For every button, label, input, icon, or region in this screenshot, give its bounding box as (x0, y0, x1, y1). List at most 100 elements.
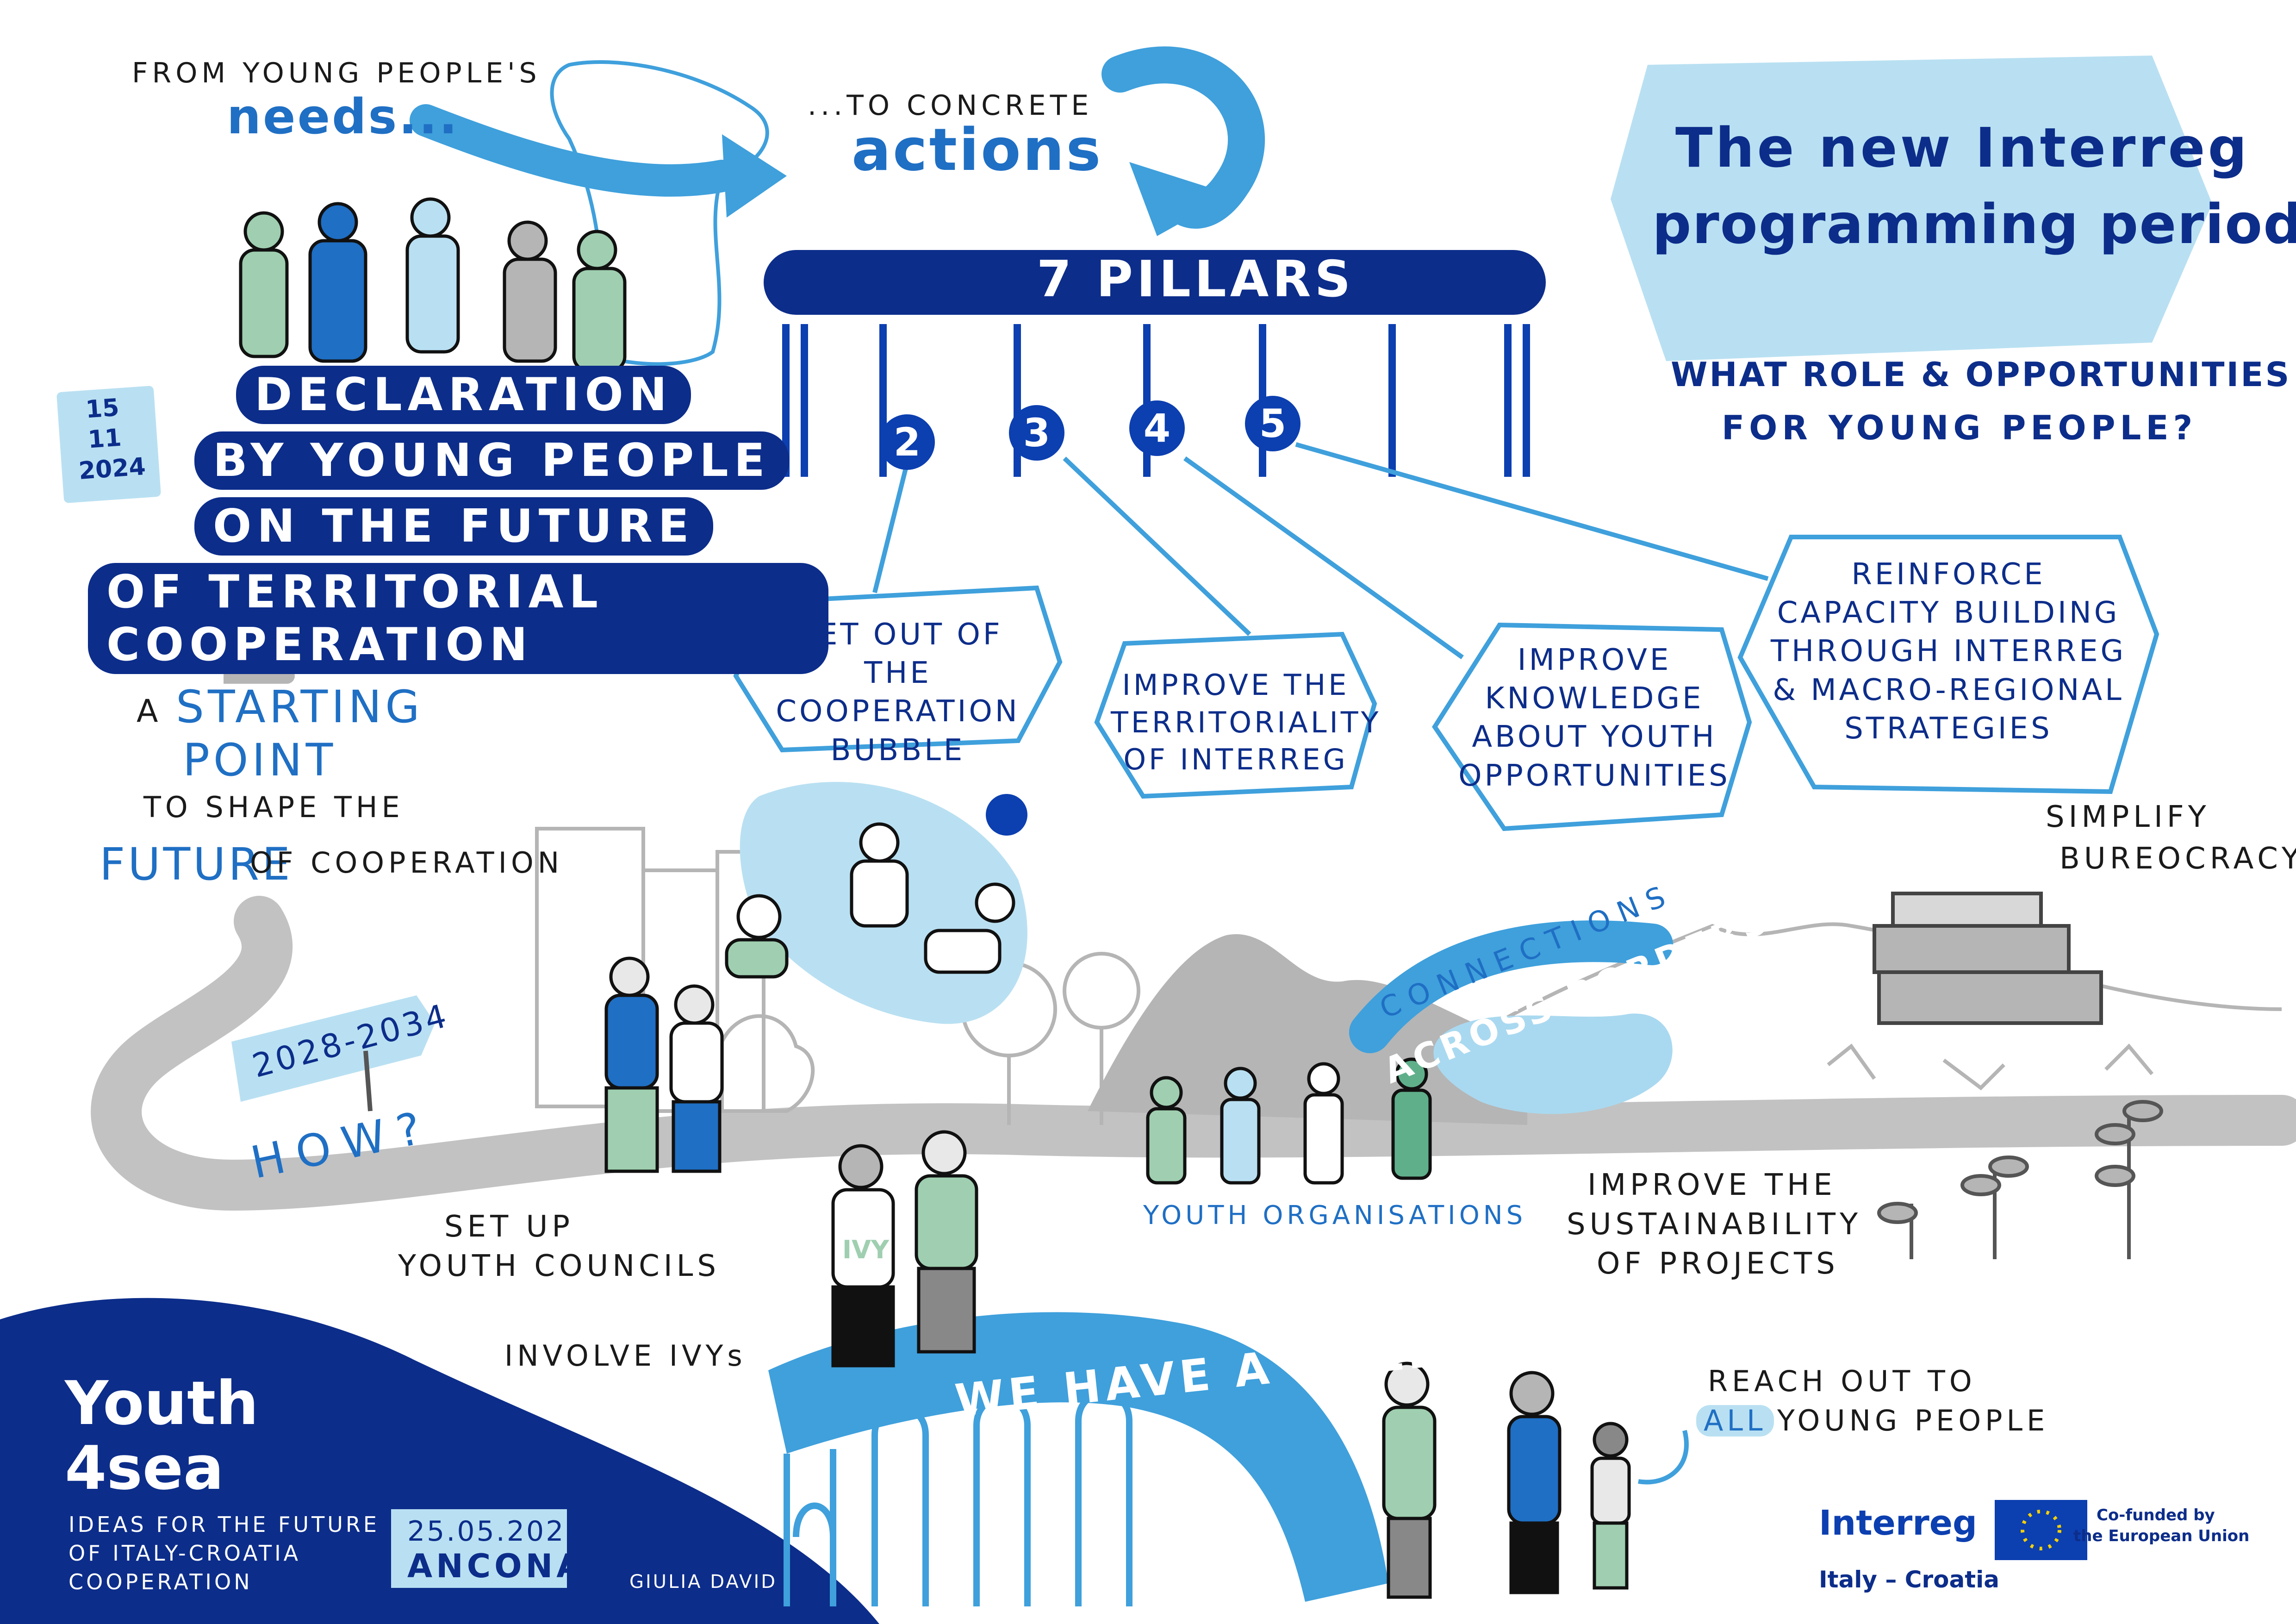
mountain-outline (1433, 922, 2282, 1062)
action-box-2 (1094, 631, 1377, 799)
action-3-line-2: KNOWLEDGE (1485, 681, 1704, 716)
youth-councils-line-1: SET UP (444, 1210, 574, 1244)
connector-lines (872, 442, 1769, 660)
calendar-note (56, 386, 161, 503)
action-3-line-3: ABOUT YOUTH (1472, 720, 1717, 755)
programme-name: Italy – Croatia (1819, 1566, 2000, 1593)
action-1-line-3: BUBBLE (830, 733, 965, 768)
event-name-line-1: Youth (65, 1368, 259, 1438)
event-name-line-2: 4sea (65, 1433, 224, 1503)
pillar-number-2: 2 (879, 414, 935, 470)
bridge-arches (784, 1390, 1132, 1606)
eu-stars-icon (2021, 1510, 2061, 1550)
intro-needs: needs... (227, 88, 459, 145)
event-sub-line-3: COOPERATION (68, 1569, 253, 1594)
action-4-line-5: STRATEGIES (1844, 711, 2053, 746)
people-group-bottom (831, 1130, 1631, 1599)
ivy-shirt-label: IVY (842, 1235, 889, 1264)
intro-actions: actions (852, 116, 1103, 184)
action-1-line-1: GET OUT OF (793, 618, 1003, 652)
action-3-text: IMPROVE KNOWLEDGE ABOUT YOUTH OPPORTUNIT… (1449, 641, 1740, 795)
lake (1433, 1013, 1673, 1114)
action-2-line-2: TERRITORIALITY (1111, 705, 1381, 739)
involve-ivys-label: INVOLVE IVYs (504, 1339, 747, 1373)
title-line-2: programming period: (1652, 192, 2296, 256)
event-date-box (391, 1509, 567, 1588)
cofunded-line-2: the European Union (2073, 1527, 2250, 1545)
arrow-head (722, 134, 787, 218)
action-4-line-4: & MACRO-REGIONAL (1773, 673, 2124, 707)
road-sign (231, 995, 435, 1102)
pillar-number-5: 5 (1245, 396, 1300, 451)
intro-from: FROM YOUNG PEOPLE'S (132, 57, 541, 89)
reach-line-1: REACH OUT TO (1708, 1364, 1976, 1398)
declaration-line-3: ON THE FUTURE (194, 497, 713, 556)
reach-all: ALL (1696, 1405, 1774, 1437)
declaration-line-4: OF TERRITORIAL COOPERATION (88, 563, 828, 674)
eu-flag-icon (986, 794, 1027, 836)
action-4-line-2: CAPACITY BUILDING (1777, 596, 2120, 631)
question-line-2: FOR YOUNG PEOPLE? (1722, 408, 2197, 447)
curved-arrow-head (1129, 162, 1231, 236)
event-badge-background (0, 1298, 879, 1624)
start-starting: STARTING (176, 681, 423, 733)
declaration-line-2: BY YOUNG PEOPLE (194, 431, 789, 490)
action-box-4 (1737, 535, 2159, 794)
title-line-1: The new Interreg (1675, 116, 2250, 180)
start-point: POINT (183, 734, 337, 786)
question-line-1: WHAT ROLE & OPPORTUNITIES (1671, 355, 2291, 394)
event-city: ANCONA (407, 1547, 585, 1585)
sustainability-line-2: SUSTAINABILITY (1567, 1207, 1862, 1242)
simplify-line-1: SIMPLIFY (2046, 800, 2210, 834)
declaration-banner: DECLARATION BY YOUNG PEOPLE ON THE FUTUR… (88, 366, 828, 681)
start-of-cooperation: OF COOPERATION (250, 846, 564, 880)
pillars-label: 7 PILLARS (1037, 250, 1355, 308)
action-3-line-4: OPPORTUNITIES (1458, 758, 1730, 793)
bridge-ribbon (768, 1312, 1388, 1602)
simplify-line-2: BUREOCRACY (2060, 842, 2296, 876)
needs-to-actions-arrow (410, 104, 738, 197)
action-2-text: IMPROVE THE TERRITORIALITY OF INTERREG (1111, 667, 1381, 779)
action-3-line-1: IMPROVE (1517, 643, 1672, 677)
intro-to: ...TO CONCRETE (808, 89, 1093, 122)
event-sub-line-1: IDEAS FOR THE FUTURE (68, 1512, 380, 1537)
start-future: FUTURE (100, 838, 293, 890)
action-1-text: GET OUT OF THE COOPERATION BUBBLE (750, 616, 1046, 770)
start-to-shape: TO SHAPE THE (143, 790, 404, 824)
event-sub-line-2: OF ITALY-CROATIA (68, 1541, 301, 1566)
people-group-top (239, 197, 627, 372)
title-banner (1611, 56, 2212, 361)
cofunded-line-1: Co-funded by (2097, 1506, 2215, 1524)
floating-figures (725, 822, 1015, 979)
borders-ribbon (1349, 920, 1673, 1053)
interreg-logo: Interreg (1819, 1503, 1977, 1543)
road-sign-post (363, 1050, 373, 1112)
action-4-line-3: THROUGH INTERREG (1770, 634, 2127, 669)
action-4-line-1: REINFORCE (1851, 557, 2046, 592)
artist-signature: GIULIA DAVID (629, 1571, 778, 1593)
start-a: A (137, 693, 162, 730)
action-1-line-2: THE COOPERATION (776, 656, 1020, 729)
action-2-line-3: OF INTERREG (1123, 743, 1348, 777)
youth-councils-line-2: YOUTH COUNCILS (398, 1249, 720, 1283)
reach-line-2: YOUNG PEOPLE (1777, 1404, 2049, 1437)
action-4-text: REINFORCE CAPACITY BUILDING THROUGH INTE… (1759, 556, 2138, 748)
youth-organisations-label: YOUTH ORGANISATIONS (1143, 1200, 1527, 1230)
pillar-number-4: 4 (1129, 400, 1185, 456)
action-box-3 (1432, 622, 1752, 831)
ground-cracks (1827, 1043, 2154, 1091)
declaration-line-1: DECLARATION (236, 366, 691, 424)
sustainability-line-1: IMPROVE THE (1587, 1168, 1836, 1202)
reach-arrow (1638, 1430, 1689, 1485)
binder-stack-icon (1873, 892, 2103, 1025)
road-path (91, 896, 2296, 1211)
event-date: 25.05.2026 (407, 1515, 585, 1548)
action-2-line-1: IMPROVE THE (1122, 668, 1350, 702)
pillar-number-3: 3 (1009, 405, 1064, 461)
sustainability-line-3: OF PROJECTS (1597, 1247, 1839, 1281)
people-group-middle (604, 956, 1432, 1185)
pillars-roof (764, 250, 1546, 315)
sprout-icons (1877, 1100, 2163, 1259)
